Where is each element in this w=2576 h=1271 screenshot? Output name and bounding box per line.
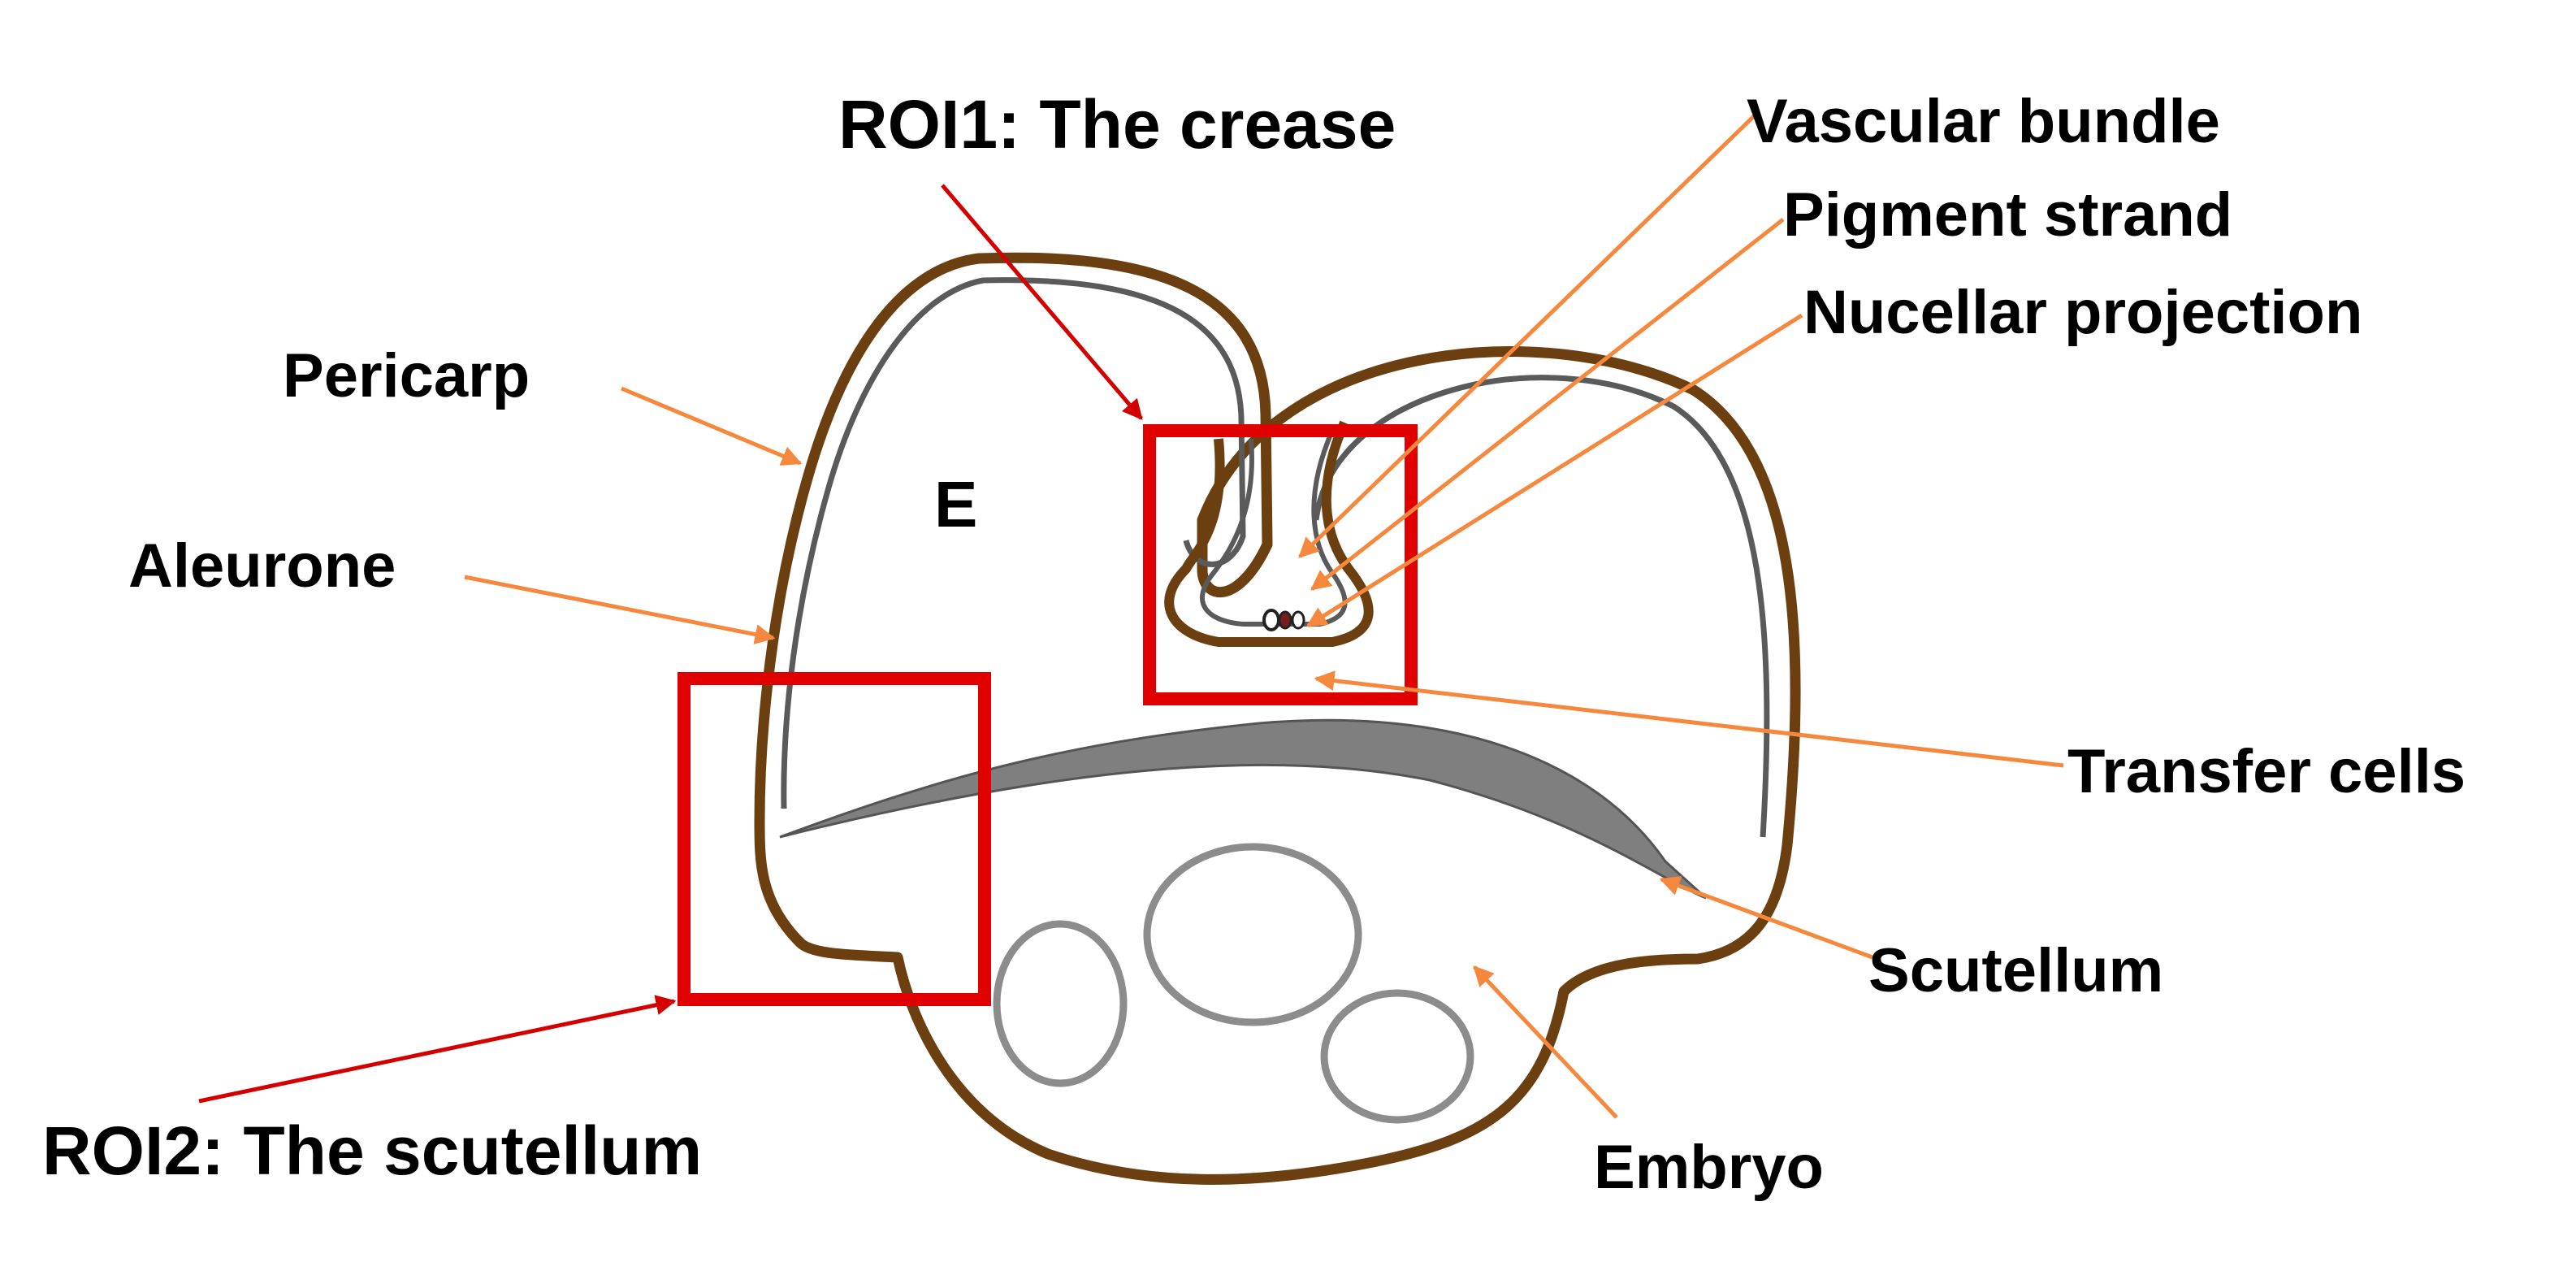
scutellum-arrow: [1659, 876, 1873, 960]
roi2-arrow: [198, 995, 677, 1104]
embryo-cell-right: [1320, 989, 1474, 1124]
aleurone-layer-right: [1313, 375, 1770, 838]
embryo-label: Embryo: [1594, 1133, 1824, 1202]
roi1-label: ROI1: The crease: [838, 86, 1396, 163]
transfer-cells-arrow: [1314, 670, 2064, 768]
embryo-cell-large: [1143, 843, 1362, 1026]
scutellum-band: [779, 718, 1708, 900]
transfer-cells-label: Transfer cells: [2067, 737, 2466, 806]
roi2-box: [678, 672, 991, 1006]
nucellar-projection-label: Nucellar projection: [1803, 278, 2362, 347]
nucellar-projection-arrow: [1305, 313, 1803, 628]
scutellum-label: Scutellum: [1868, 936, 2163, 1005]
vascular-bundle-cell: [1262, 609, 1280, 631]
pericarp-outline: [754, 252, 1801, 1185]
vascular-bundle-arrow: [1298, 114, 1756, 558]
embryo-cell-left: [993, 920, 1128, 1087]
aleurone-arrow: [464, 575, 776, 644]
pericarp-label: Pericarp: [283, 341, 530, 410]
nucellar-cell: [1291, 610, 1305, 630]
roi1-box: [1143, 424, 1418, 705]
aleurone-layer-left: [781, 277, 1246, 809]
pigment-strand-arrow: [1310, 218, 1785, 591]
roi1-arrow: [941, 184, 1143, 420]
vascular-bundle-label: Vascular bundle: [1747, 87, 2220, 156]
roi2-label: ROI2: The scutellum: [42, 1113, 702, 1189]
pericarp-arrow: [621, 386, 803, 466]
pigment-strand-label: Pigment strand: [1783, 180, 2232, 249]
embryo-arrow: [1473, 965, 1618, 1119]
endosperm-label: E: [934, 468, 977, 540]
aleurone-label: Aleurone: [128, 531, 396, 601]
crease-aleurone: [1200, 429, 1348, 627]
pigment-strand-cell: [1278, 610, 1292, 630]
